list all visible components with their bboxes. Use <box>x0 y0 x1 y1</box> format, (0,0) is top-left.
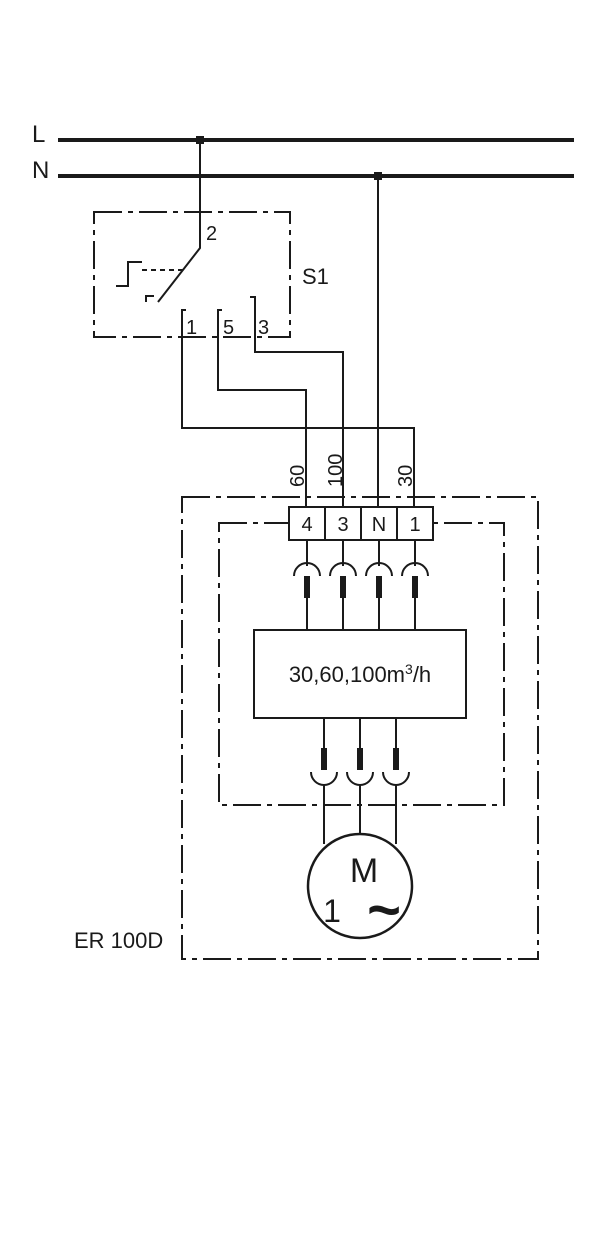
line-label: L <box>32 121 45 148</box>
lower-connector-3 <box>382 718 410 844</box>
motor: M 1 ~ <box>306 832 414 943</box>
lower-connector-2 <box>346 718 374 834</box>
wire-terminal-3-to-block-3 <box>254 318 344 510</box>
terminal-1 <box>396 506 434 541</box>
switch-contact-hook <box>145 295 154 302</box>
motor-wave-icon: ~ <box>367 878 401 943</box>
device-model-label: ER 100D <box>74 928 163 953</box>
wire-terminal-1-to-block-1 <box>181 318 415 510</box>
speed-labels: 60 100 30 <box>287 454 417 487</box>
switch-terminal-3-label: 3 <box>258 317 269 339</box>
neutral-label: N <box>32 157 49 184</box>
upper-connectors <box>293 540 429 630</box>
speed-label-30: 30 <box>395 465 417 487</box>
switch-terminal-3-stub <box>250 296 256 318</box>
controller-text: 30,60,100m <box>289 662 405 687</box>
wire-terminal-5-to-block-4 <box>217 318 307 510</box>
switch-common-wire <box>157 140 201 303</box>
switch-enclosure <box>93 211 291 338</box>
switch-s1: S1 2 1 5 3 <box>93 140 329 339</box>
terminal-block: 4 3 N 1 <box>288 506 434 541</box>
controller-label: 30,60,100m3/h <box>289 661 431 687</box>
upper-connector-3 <box>365 540 393 630</box>
device-enclosure <box>181 496 539 960</box>
switch-terminal-5-stub <box>217 309 222 318</box>
terminal-1-label: 1 <box>409 514 420 536</box>
upper-connector-1 <box>293 540 321 630</box>
switch-terminal-1-label: 1 <box>186 317 197 339</box>
switch-terminal-1-stub <box>181 309 186 318</box>
switch-designation: S1 <box>302 264 329 289</box>
switch-actuator-icon <box>116 261 142 287</box>
switch-terminal-common: 2 <box>206 223 217 245</box>
motor-phase: 1 <box>323 893 341 929</box>
upper-connector-2 <box>329 540 357 630</box>
controller-box: 30,60,100m3/h <box>253 629 467 719</box>
terminal-4-label: 4 <box>301 514 312 536</box>
terminal-3-label: 3 <box>337 514 348 536</box>
speed-label-60: 60 <box>287 465 309 487</box>
connecting-wires <box>181 176 415 510</box>
controller-superscript: 3 <box>405 661 413 677</box>
upper-connector-4 <box>401 540 429 630</box>
motor-symbol: M <box>350 852 378 890</box>
controller-frame <box>253 629 467 719</box>
lower-connector-1 <box>310 718 338 844</box>
speed-label-100: 100 <box>325 454 347 487</box>
lower-connectors <box>310 718 410 844</box>
controller-suffix: /h <box>413 662 431 687</box>
switch-terminal-5-label: 5 <box>223 317 234 339</box>
terminal-n-label: N <box>372 514 386 536</box>
supply-lines: L N <box>32 121 574 184</box>
motor-circle <box>306 832 414 940</box>
